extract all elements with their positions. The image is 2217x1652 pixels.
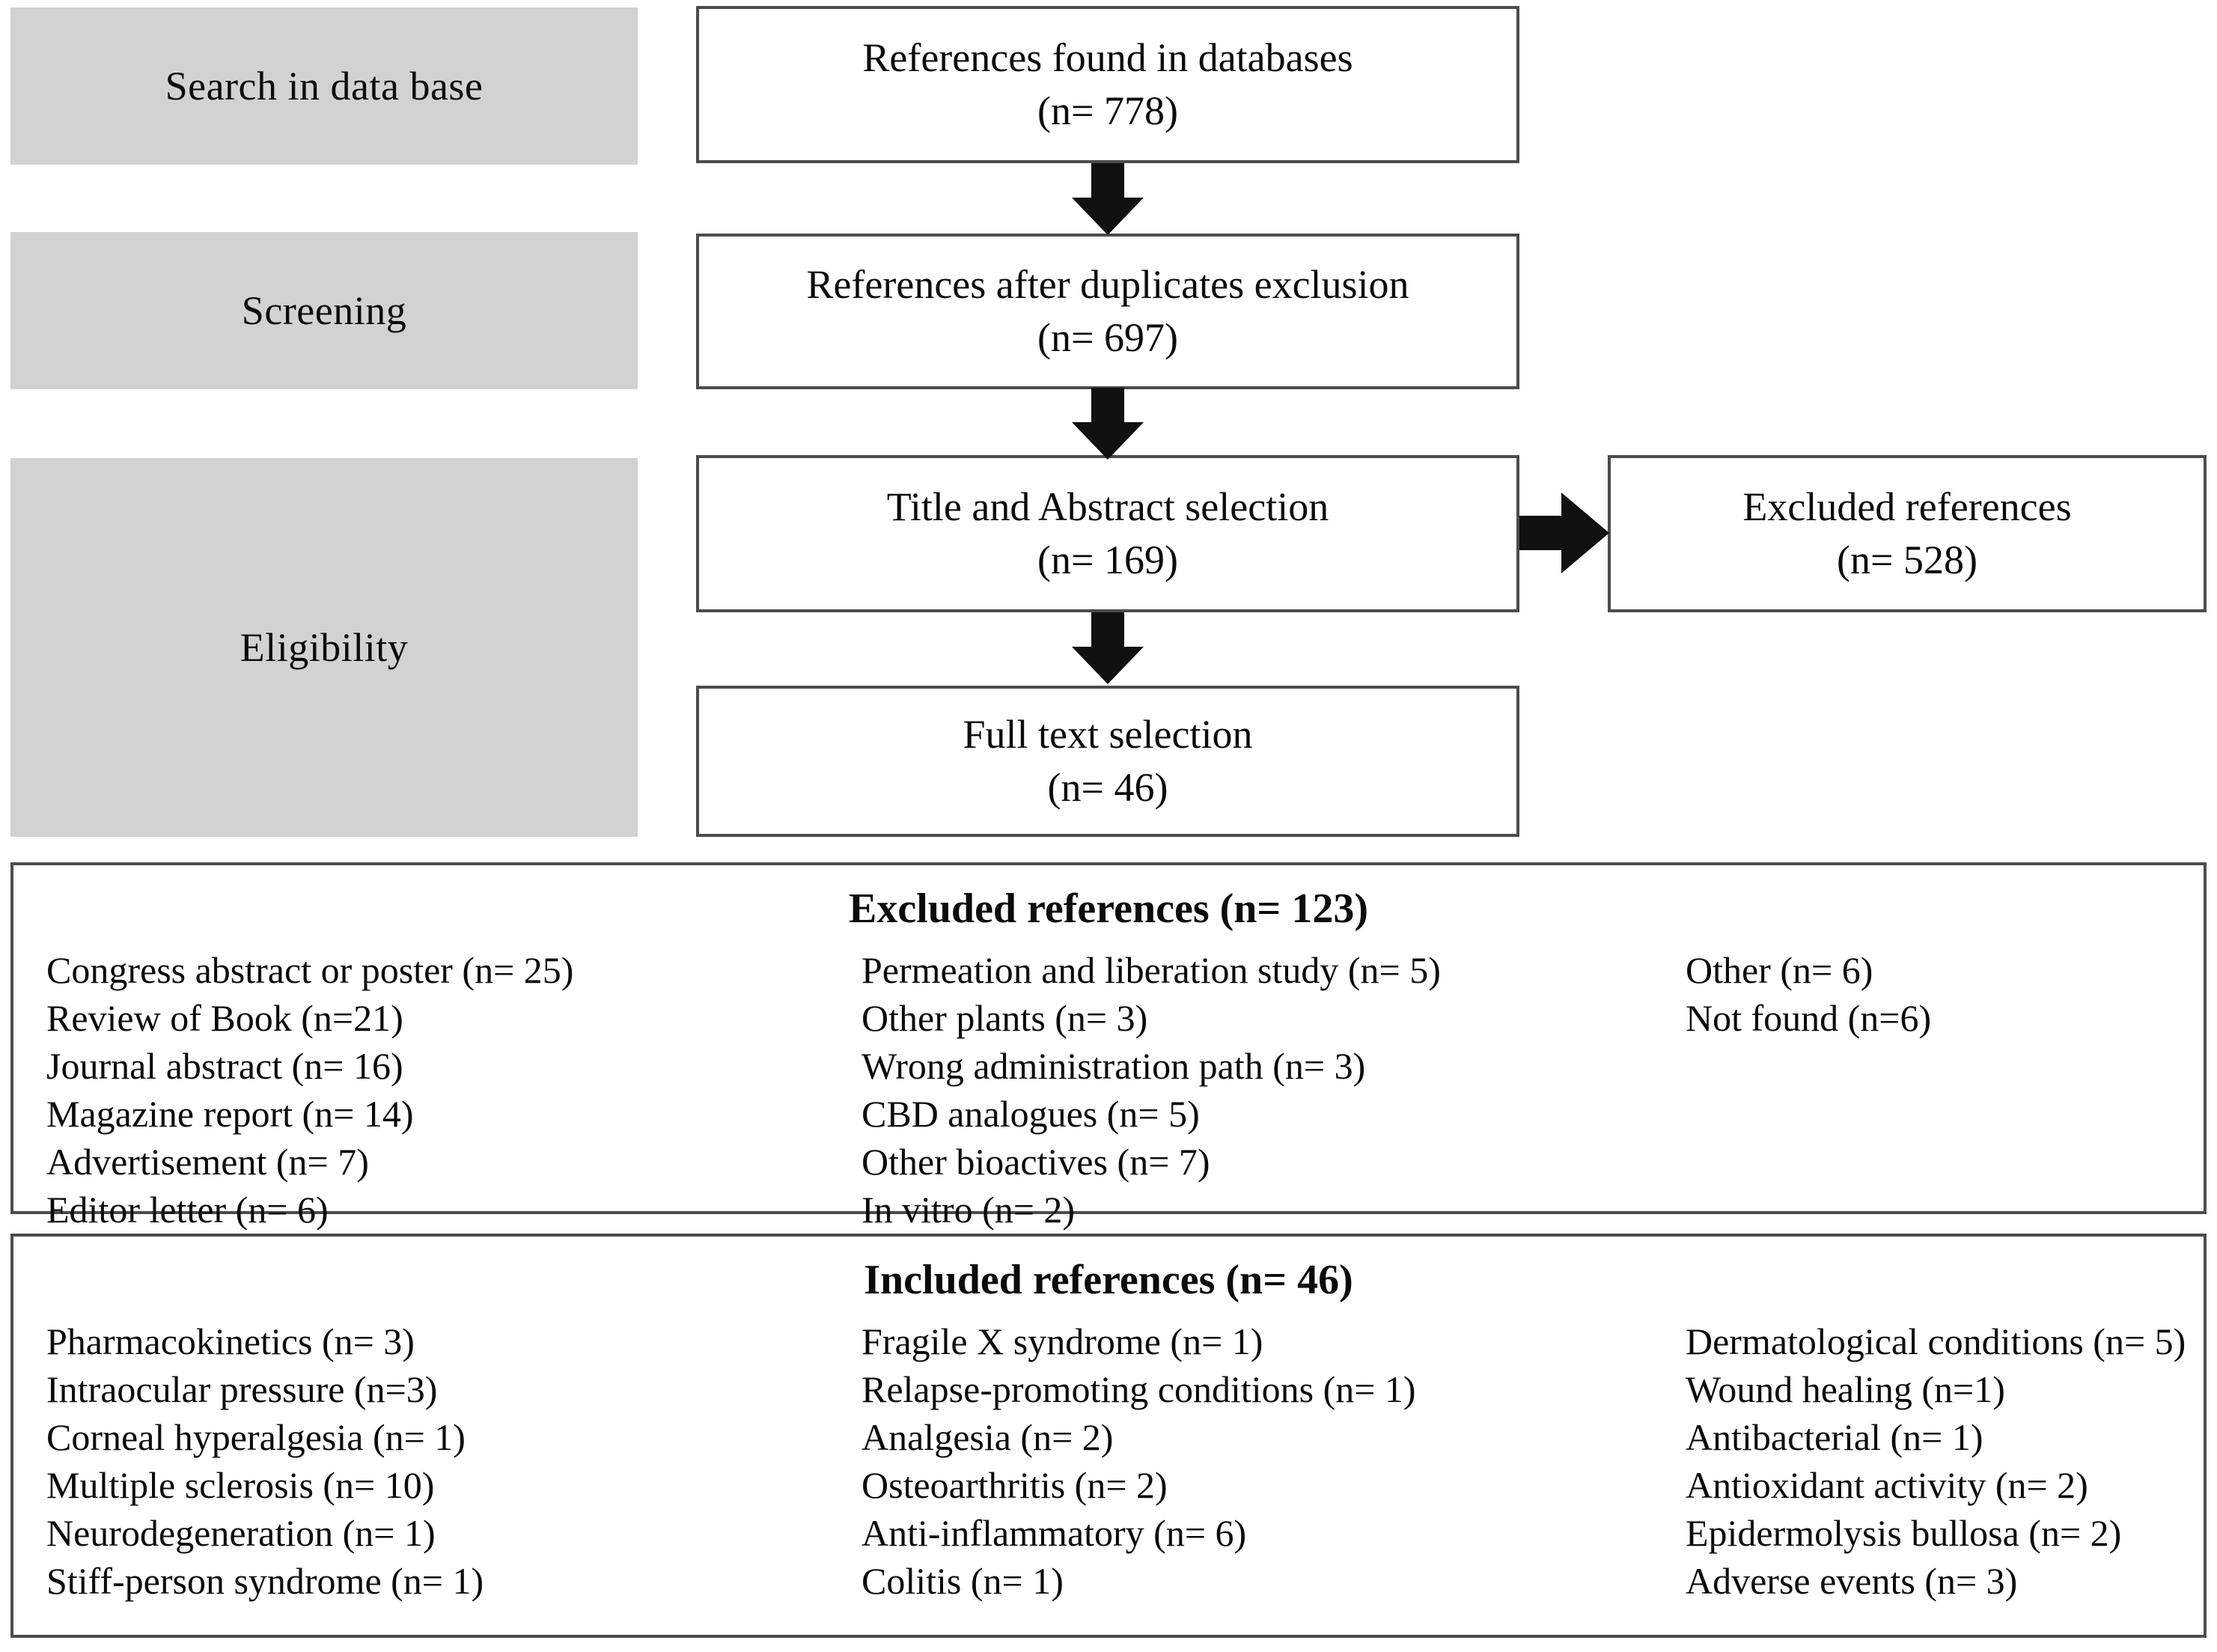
- flow-box-references-found: References found in databases (n= 778): [696, 6, 1519, 163]
- flow-box-title-abstract-selection-title: Title and Abstract selection: [886, 484, 1329, 529]
- arrow-down-icon: [1072, 388, 1144, 460]
- flow-box-after-duplicates: References after duplicates exclusion (n…: [696, 234, 1519, 389]
- included-references-column-1: Pharmacokinetics (n= 3) Intraocular pres…: [13, 1317, 827, 1605]
- arrow-head: [1072, 422, 1144, 460]
- arrow-head: [1072, 647, 1144, 684]
- list-item: Pharmacokinetics (n= 3): [46, 1320, 415, 1362]
- list-item: Permeation and liberation study (n= 5): [862, 949, 1441, 991]
- list-item: Not found (n=6): [1686, 997, 1932, 1039]
- flow-box-excluded-references-title: Excluded references: [1742, 484, 2072, 529]
- included-references-panel: Included references (n= 46) Pharmacokine…: [10, 1234, 2207, 1638]
- list-item: Antioxidant activity (n= 2): [1686, 1464, 2088, 1506]
- arrow-shaft: [1091, 163, 1124, 202]
- arrow-right-icon: [1519, 493, 1609, 573]
- flow-box-excluded-references-count: (n= 528): [1837, 537, 1977, 582]
- excluded-references-column-1: Congress abstract or poster (n= 25) Revi…: [13, 946, 827, 1234]
- excluded-references-columns: Congress abstract or poster (n= 25) Revi…: [13, 942, 2204, 1234]
- list-item: Intraocular pressure (n=3): [46, 1368, 438, 1410]
- list-item: Advertisement (n= 7): [46, 1141, 369, 1183]
- arrow-head: [1561, 493, 1609, 573]
- list-item: Stiff-person syndrome (n= 1): [46, 1560, 484, 1602]
- excluded-references-panel: Excluded references (n= 123) Congress ab…: [10, 862, 2207, 1231]
- list-item: Colitis (n= 1): [862, 1560, 1064, 1602]
- list-item: Multiple sclerosis (n= 10): [46, 1464, 435, 1506]
- list-item: Editor letter (n= 6): [46, 1189, 329, 1231]
- list-item: Adverse events (n= 3): [1686, 1560, 2018, 1602]
- list-item: Other (n= 6): [1686, 949, 1873, 991]
- list-item: Osteoarthritis (n= 2): [862, 1464, 1168, 1506]
- stage-label-search-text: Search in data base: [165, 64, 484, 109]
- arrow-shaft: [1091, 388, 1124, 427]
- arrow-shaft: [1091, 612, 1124, 651]
- flow-box-references-found-count: (n= 778): [1037, 88, 1178, 133]
- stage-label-eligibility: Eligibility: [10, 458, 638, 837]
- arrow-down-icon: [1072, 612, 1144, 684]
- flow-box-after-duplicates-count: (n= 697): [1037, 315, 1178, 360]
- stage-label-eligibility-text: Eligibility: [240, 625, 409, 670]
- arrow-down-icon: [1072, 163, 1144, 235]
- list-item: Other plants (n= 3): [862, 997, 1148, 1039]
- list-item: Review of Book (n=21): [46, 997, 403, 1039]
- included-references-panel-title: Included references (n= 46): [864, 1257, 1353, 1303]
- included-references-column-2: Fragile X syndrome (n= 1) Relapse-promot…: [827, 1317, 1641, 1605]
- stage-label-search: Search in data base: [10, 7, 638, 165]
- flow-box-excluded-references: Excluded references (n= 528): [1608, 455, 2207, 612]
- included-references-columns: Pharmacokinetics (n= 3) Intraocular pres…: [13, 1313, 2204, 1605]
- list-item: Epidermolysis bullosa (n= 2): [1686, 1512, 2122, 1554]
- excluded-references-column-2: Permeation and liberation study (n= 5) O…: [827, 946, 1641, 1234]
- list-item: Other bioactives (n= 7): [862, 1141, 1210, 1183]
- stage-label-screening: Screening: [10, 232, 638, 389]
- list-item: Dermatological conditions (n= 5): [1686, 1320, 2186, 1362]
- list-item: Analgesia (n= 2): [862, 1416, 1114, 1458]
- excluded-references-panel-title: Excluded references (n= 123): [849, 886, 1368, 932]
- list-item: Relapse-promoting conditions (n= 1): [862, 1368, 1416, 1410]
- flow-box-full-text-selection-title: Full text selection: [963, 711, 1253, 757]
- list-item: Neurodegeneration (n= 1): [46, 1512, 436, 1554]
- flow-box-title-abstract-selection-count: (n= 169): [1037, 537, 1178, 582]
- list-item: Wrong administration path (n= 3): [862, 1045, 1366, 1087]
- flow-box-full-text-selection-count: (n= 46): [1047, 765, 1168, 810]
- list-item: Magazine report (n= 14): [46, 1093, 414, 1135]
- flow-box-title-abstract-selection: Title and Abstract selection (n= 169): [696, 455, 1519, 612]
- list-item: Anti-inflammatory (n= 6): [862, 1512, 1247, 1554]
- arrow-shaft: [1519, 516, 1566, 550]
- list-item: Fragile X syndrome (n= 1): [862, 1320, 1263, 1362]
- list-item: Wound healing (n=1): [1686, 1368, 2005, 1410]
- list-item: In vitro (n= 2): [862, 1189, 1076, 1231]
- list-item: Antibacterial (n= 1): [1686, 1416, 1983, 1458]
- flow-box-references-found-title: References found in databases: [862, 34, 1353, 80]
- stage-label-screening-text: Screening: [241, 288, 407, 333]
- flow-box-full-text-selection: Full text selection (n= 46): [696, 686, 1519, 837]
- excluded-references-column-3: Other (n= 6) Not found (n=6): [1641, 946, 2204, 1234]
- included-references-column-3: Dermatological conditions (n= 5) Wound h…: [1641, 1317, 2204, 1605]
- list-item: Journal abstract (n= 16): [46, 1045, 403, 1087]
- list-item: Congress abstract or poster (n= 25): [46, 949, 574, 991]
- list-item: Corneal hyperalgesia (n= 1): [46, 1416, 466, 1458]
- flow-box-after-duplicates-title: References after duplicates exclusion: [806, 261, 1409, 307]
- arrow-head: [1072, 198, 1144, 235]
- list-item: CBD analogues (n= 5): [862, 1093, 1200, 1135]
